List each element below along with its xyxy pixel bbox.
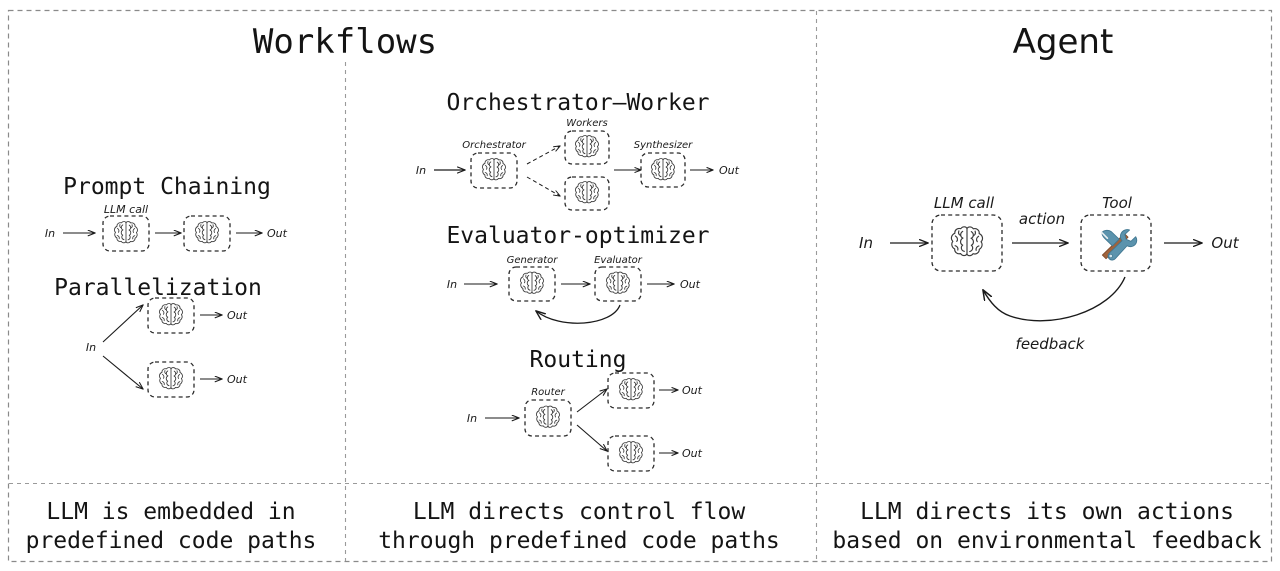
prompt-chaining-in-label: In: [45, 227, 55, 240]
router-label: Router: [531, 387, 565, 398]
pattern-orchestrator-worker: Orchestrator–Worker In Orchestrator Work…: [416, 90, 740, 211]
caption-middle-line2: through predefined code paths: [378, 528, 780, 554]
caption-middle-line1: LLM directs control flow: [413, 499, 745, 525]
arrow-in-to-branch-top: [102, 305, 143, 343]
parallelization-out-label-top: Out: [227, 309, 248, 322]
orchestrator-worker-in-label: In: [416, 164, 426, 177]
agent-llm-call-label: LLM call: [934, 194, 995, 212]
arrow-feedback-loop-agent: [983, 276, 1126, 322]
caption-workflows-left: LLM is embedded in predefined code paths: [26, 499, 317, 554]
parallelization-in-label: In: [86, 341, 96, 354]
routing-title: Routing: [530, 347, 627, 373]
routing-out-label-bottom: Out: [682, 447, 703, 460]
prompt-chaining-title: Prompt Chaining: [63, 174, 271, 200]
arrow-feedback-loop-evaluator: [536, 304, 621, 324]
pattern-routing: Routing In Router Out Out: [467, 347, 703, 472]
title-agent: Agent: [1013, 22, 1114, 62]
prompt-chaining-node-label: LLM call: [104, 203, 148, 216]
caption-right-line2: based on environmental feedback: [832, 528, 1261, 554]
evaluator-optimizer-title: Evaluator-optimizer: [446, 223, 709, 249]
arrow-router-to-route-top: [576, 389, 607, 413]
orchestrator-label: Orchestrator: [462, 140, 526, 151]
routing-in-label: In: [467, 412, 477, 425]
caption-workflows-right: LLM directs control flow through predefi…: [378, 499, 780, 554]
parallelization-out-label-bottom: Out: [227, 373, 248, 386]
caption-right-line1: LLM directs its own actions: [860, 499, 1234, 525]
arrow-orchestrator-to-worker-top: [526, 146, 560, 165]
pattern-parallelization: Parallelization In Out Out: [54, 275, 262, 398]
arrow-orchestrator-to-worker-bottom: [526, 176, 560, 196]
pattern-prompt-chaining: Prompt Chaining In LLM call Out: [45, 174, 288, 252]
evaluator-optimizer-out-label: Out: [680, 278, 701, 291]
pattern-evaluator-optimizer: Evaluator-optimizer In Generator Evaluat…: [446, 223, 710, 324]
prompt-chaining-out-label: Out: [267, 227, 288, 240]
caption-agent: LLM directs its own actions based on env…: [832, 499, 1261, 554]
agent-in-label: In: [859, 234, 873, 252]
caption-left-line1: LLM is embedded in: [46, 499, 295, 525]
arrow-in-to-branch-bottom: [102, 355, 143, 389]
agent-action-label: action: [1019, 210, 1065, 228]
pattern-agent: In LLM call action Tool Out feedback: [859, 194, 1240, 353]
evaluator-optimizer-in-label: In: [447, 278, 457, 291]
caption-left-line2: predefined code paths: [26, 528, 317, 554]
routing-out-label-top: Out: [682, 384, 703, 397]
synthesizer-label: Synthesizer: [634, 140, 693, 151]
generator-label: Generator: [507, 255, 559, 266]
arrow-router-to-route-bottom: [576, 424, 607, 451]
agent-tool-label: Tool: [1102, 194, 1133, 212]
title-workflows: Workflows: [253, 22, 437, 62]
evaluator-label: Evaluator: [594, 255, 643, 266]
agent-out-label: Out: [1211, 234, 1239, 252]
parallelization-title: Parallelization: [54, 275, 262, 301]
workers-label: Workers: [566, 118, 607, 129]
agent-feedback-label: feedback: [1016, 335, 1086, 353]
orchestrator-worker-out-label: Out: [719, 164, 740, 177]
outer-frame: [7, 9, 1273, 563]
orchestrator-worker-title: Orchestrator–Worker: [446, 90, 709, 116]
